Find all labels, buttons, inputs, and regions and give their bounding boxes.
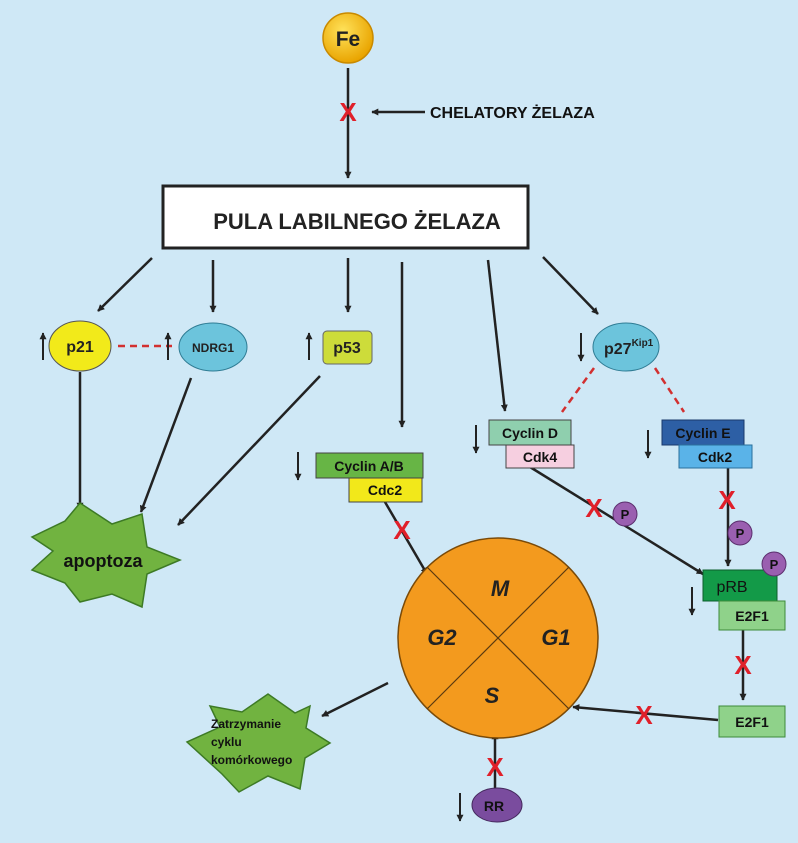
arrow-pool-to-cyclin-d	[486, 259, 508, 412]
pool-label: PULA LABILNEGO ŻELAZA	[213, 209, 501, 234]
apoptosis-node: apoptoza	[30, 502, 182, 609]
dashed-p27-cyclin-d	[560, 367, 596, 413]
ndrg1-label: NDRG1	[192, 341, 234, 355]
cyclin-ab-label: Cyclin A/B	[334, 458, 404, 474]
arrow-ndrg1-to-apoptosis	[139, 377, 193, 513]
phospho-label-1: P	[621, 507, 630, 522]
block-mark-e2f1-cycle: X	[635, 700, 653, 730]
block-mark-cdk4: X	[585, 493, 603, 523]
labile-iron-pool-box: PULA LABILNEGO ŻELAZA	[161, 184, 530, 250]
cdk2-label: Cdk2	[698, 449, 732, 465]
block-mark-rr: X	[486, 752, 504, 782]
ndrg1-node: NDRG1	[178, 322, 248, 372]
p27-label: p27Kip1	[604, 338, 654, 358]
phospho-label-2: P	[736, 526, 745, 541]
block-mark-e2f1-release: X	[734, 650, 752, 680]
p53-label: p53	[333, 340, 361, 357]
arrest-label-line3: komórkowego	[211, 753, 292, 767]
prb-e2f1-complex: pRB E2F1	[702, 569, 786, 631]
arrow-pool-to-p27	[542, 256, 599, 315]
block-mark-chelators: X	[339, 97, 357, 127]
p53-node: p53	[322, 330, 373, 365]
p27-node: p27Kip1	[592, 322, 660, 372]
prb-label: pRB	[716, 579, 747, 596]
cyclin-ab-complex: Cyclin A/B Cdc2	[315, 452, 424, 503]
dashed-p27-cyclin-e	[653, 367, 686, 413]
block-marks: X X X X X X X	[339, 97, 752, 782]
arrest-label-line1: Zatrzymanie	[211, 717, 281, 731]
arrow-pool-to-p21	[97, 257, 153, 312]
phosphate-markers: P P P	[612, 501, 787, 577]
arrest-label-line2: cyklu	[211, 735, 242, 749]
cyclin-d-label: Cyclin D	[502, 425, 558, 441]
e2f1-bound-label: E2F1	[735, 608, 769, 624]
level-indicators	[39, 204, 696, 822]
phase-s: S	[485, 683, 500, 708]
dashed-links	[118, 344, 686, 413]
cell-cycle-arrest-node: Zatrzymanie cyklu komórkowego	[185, 693, 332, 793]
e2f1-free-node: E2F1	[718, 705, 786, 738]
arrow-e2f1-to-cycle	[572, 704, 719, 722]
block-mark-cdk2: X	[718, 485, 736, 515]
arrow-cdc2-to-cycle	[383, 501, 429, 575]
phase-g2: G2	[427, 625, 457, 650]
p21-label: p21	[66, 339, 94, 356]
p27-superscript: Kip1	[632, 338, 654, 349]
fe-node: Fe	[322, 12, 374, 64]
arrow-p53-to-apoptosis	[177, 375, 321, 526]
cyclin-d-complex: Cyclin D Cdk4	[488, 419, 575, 469]
e2f1-free-label: E2F1	[735, 714, 769, 730]
apoptosis-label: apoptoza	[64, 551, 144, 571]
cdc2-label: Cdc2	[368, 482, 402, 498]
cdk4-label: Cdk4	[523, 449, 557, 465]
phase-m: M	[491, 576, 510, 601]
phospho-label-3: P	[770, 557, 779, 572]
rr-label: RR	[484, 798, 504, 814]
rr-node: RR	[471, 787, 523, 823]
p21-node: p21	[48, 320, 112, 372]
block-mark-cdc2: X	[393, 515, 411, 545]
p27-main-label: p27	[604, 341, 632, 358]
cell-cycle-circle: M G1 S G2	[397, 537, 599, 739]
fe-label: Fe	[336, 28, 361, 51]
arrow-cycle-to-arrest	[321, 681, 389, 718]
chelators-label: CHELATORY ŻELAZA	[430, 104, 595, 122]
cyclin-e-complex: Cyclin E Cdk2	[661, 419, 753, 469]
cyclin-e-label: Cyclin E	[675, 425, 730, 441]
phase-g1: G1	[541, 625, 570, 650]
